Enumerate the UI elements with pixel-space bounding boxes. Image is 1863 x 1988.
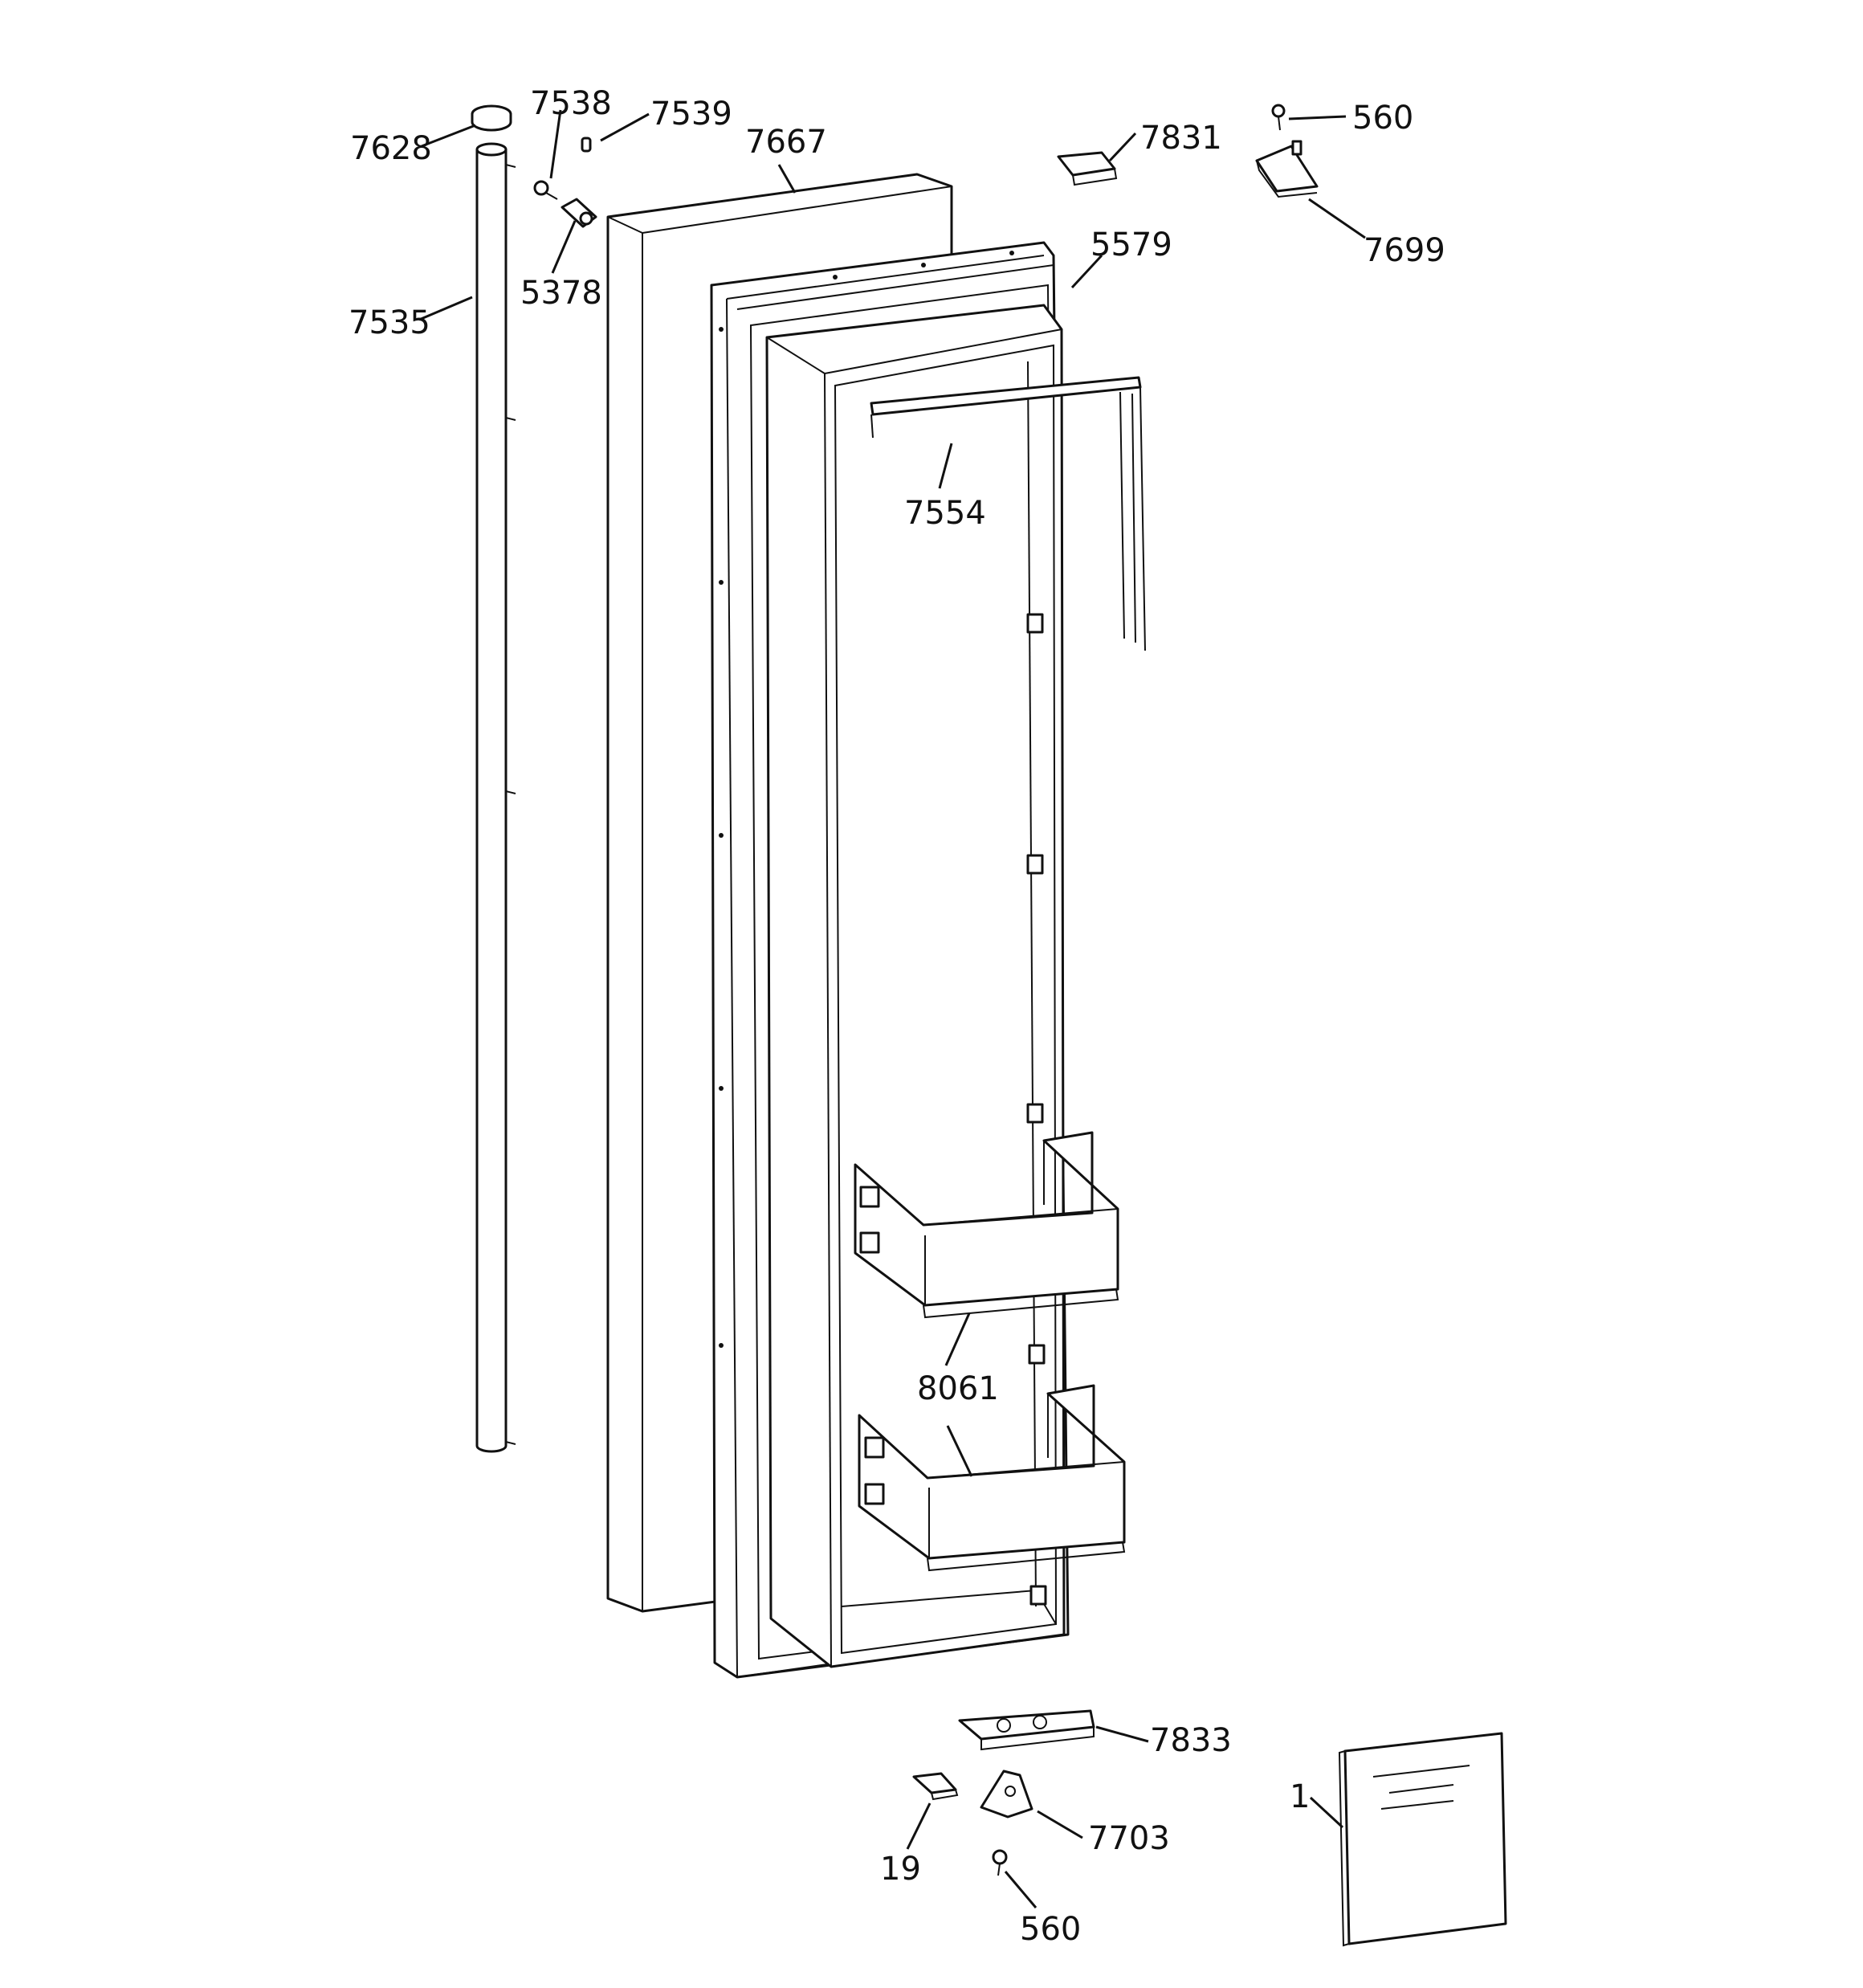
callout-7554: 7554 bbox=[904, 495, 986, 532]
callout-560-bottom: 560 bbox=[1020, 1911, 1081, 1948]
leader-lines bbox=[418, 109, 1366, 1908]
callout-19: 19 bbox=[880, 1851, 921, 1888]
part-8061-bin-upper bbox=[854, 1131, 1119, 1319]
callout-labels: 7628 7538 7539 7667 7535 5378 5579 7831 … bbox=[349, 85, 1445, 1948]
callout-1: 1 bbox=[1290, 1778, 1310, 1815]
part-7538-screw bbox=[533, 180, 558, 200]
part-7699-hinge bbox=[1255, 140, 1319, 198]
callout-7539: 7539 bbox=[650, 96, 732, 133]
part-7833-bracket bbox=[958, 1709, 1095, 1751]
callout-7831: 7831 bbox=[1140, 120, 1222, 157]
part-7554-trim-strip bbox=[870, 376, 1146, 651]
callout-7535: 7535 bbox=[349, 304, 430, 341]
part-19-shim bbox=[912, 1772, 959, 1801]
part-7703-hinge-bottom bbox=[980, 1770, 1033, 1819]
callout-5378: 5378 bbox=[520, 275, 602, 312]
part-7831-plate bbox=[1057, 151, 1118, 186]
part-5378-bushing bbox=[561, 198, 597, 228]
callout-7628: 7628 bbox=[350, 130, 432, 167]
part-liner-inner-box bbox=[765, 304, 1066, 1668]
callout-560-top: 560 bbox=[1352, 100, 1413, 137]
callout-7833: 7833 bbox=[1150, 1722, 1232, 1759]
callout-5579: 5579 bbox=[1090, 227, 1172, 263]
callout-7667: 7667 bbox=[745, 124, 827, 161]
callout-8061: 8061 bbox=[917, 1370, 999, 1407]
part-7539-spring bbox=[581, 137, 592, 153]
part-8061-bin-lower bbox=[858, 1384, 1126, 1572]
callout-7699: 7699 bbox=[1364, 232, 1445, 269]
part-7628-cap bbox=[471, 104, 512, 132]
part-1-manual bbox=[1338, 1732, 1507, 1947]
callout-7538: 7538 bbox=[530, 85, 612, 122]
part-7535-tube bbox=[475, 142, 516, 1453]
part-560-screw-bottom bbox=[992, 1849, 1008, 1876]
part-560-screw-top bbox=[1271, 104, 1286, 131]
callout-7703: 7703 bbox=[1088, 1820, 1170, 1857]
